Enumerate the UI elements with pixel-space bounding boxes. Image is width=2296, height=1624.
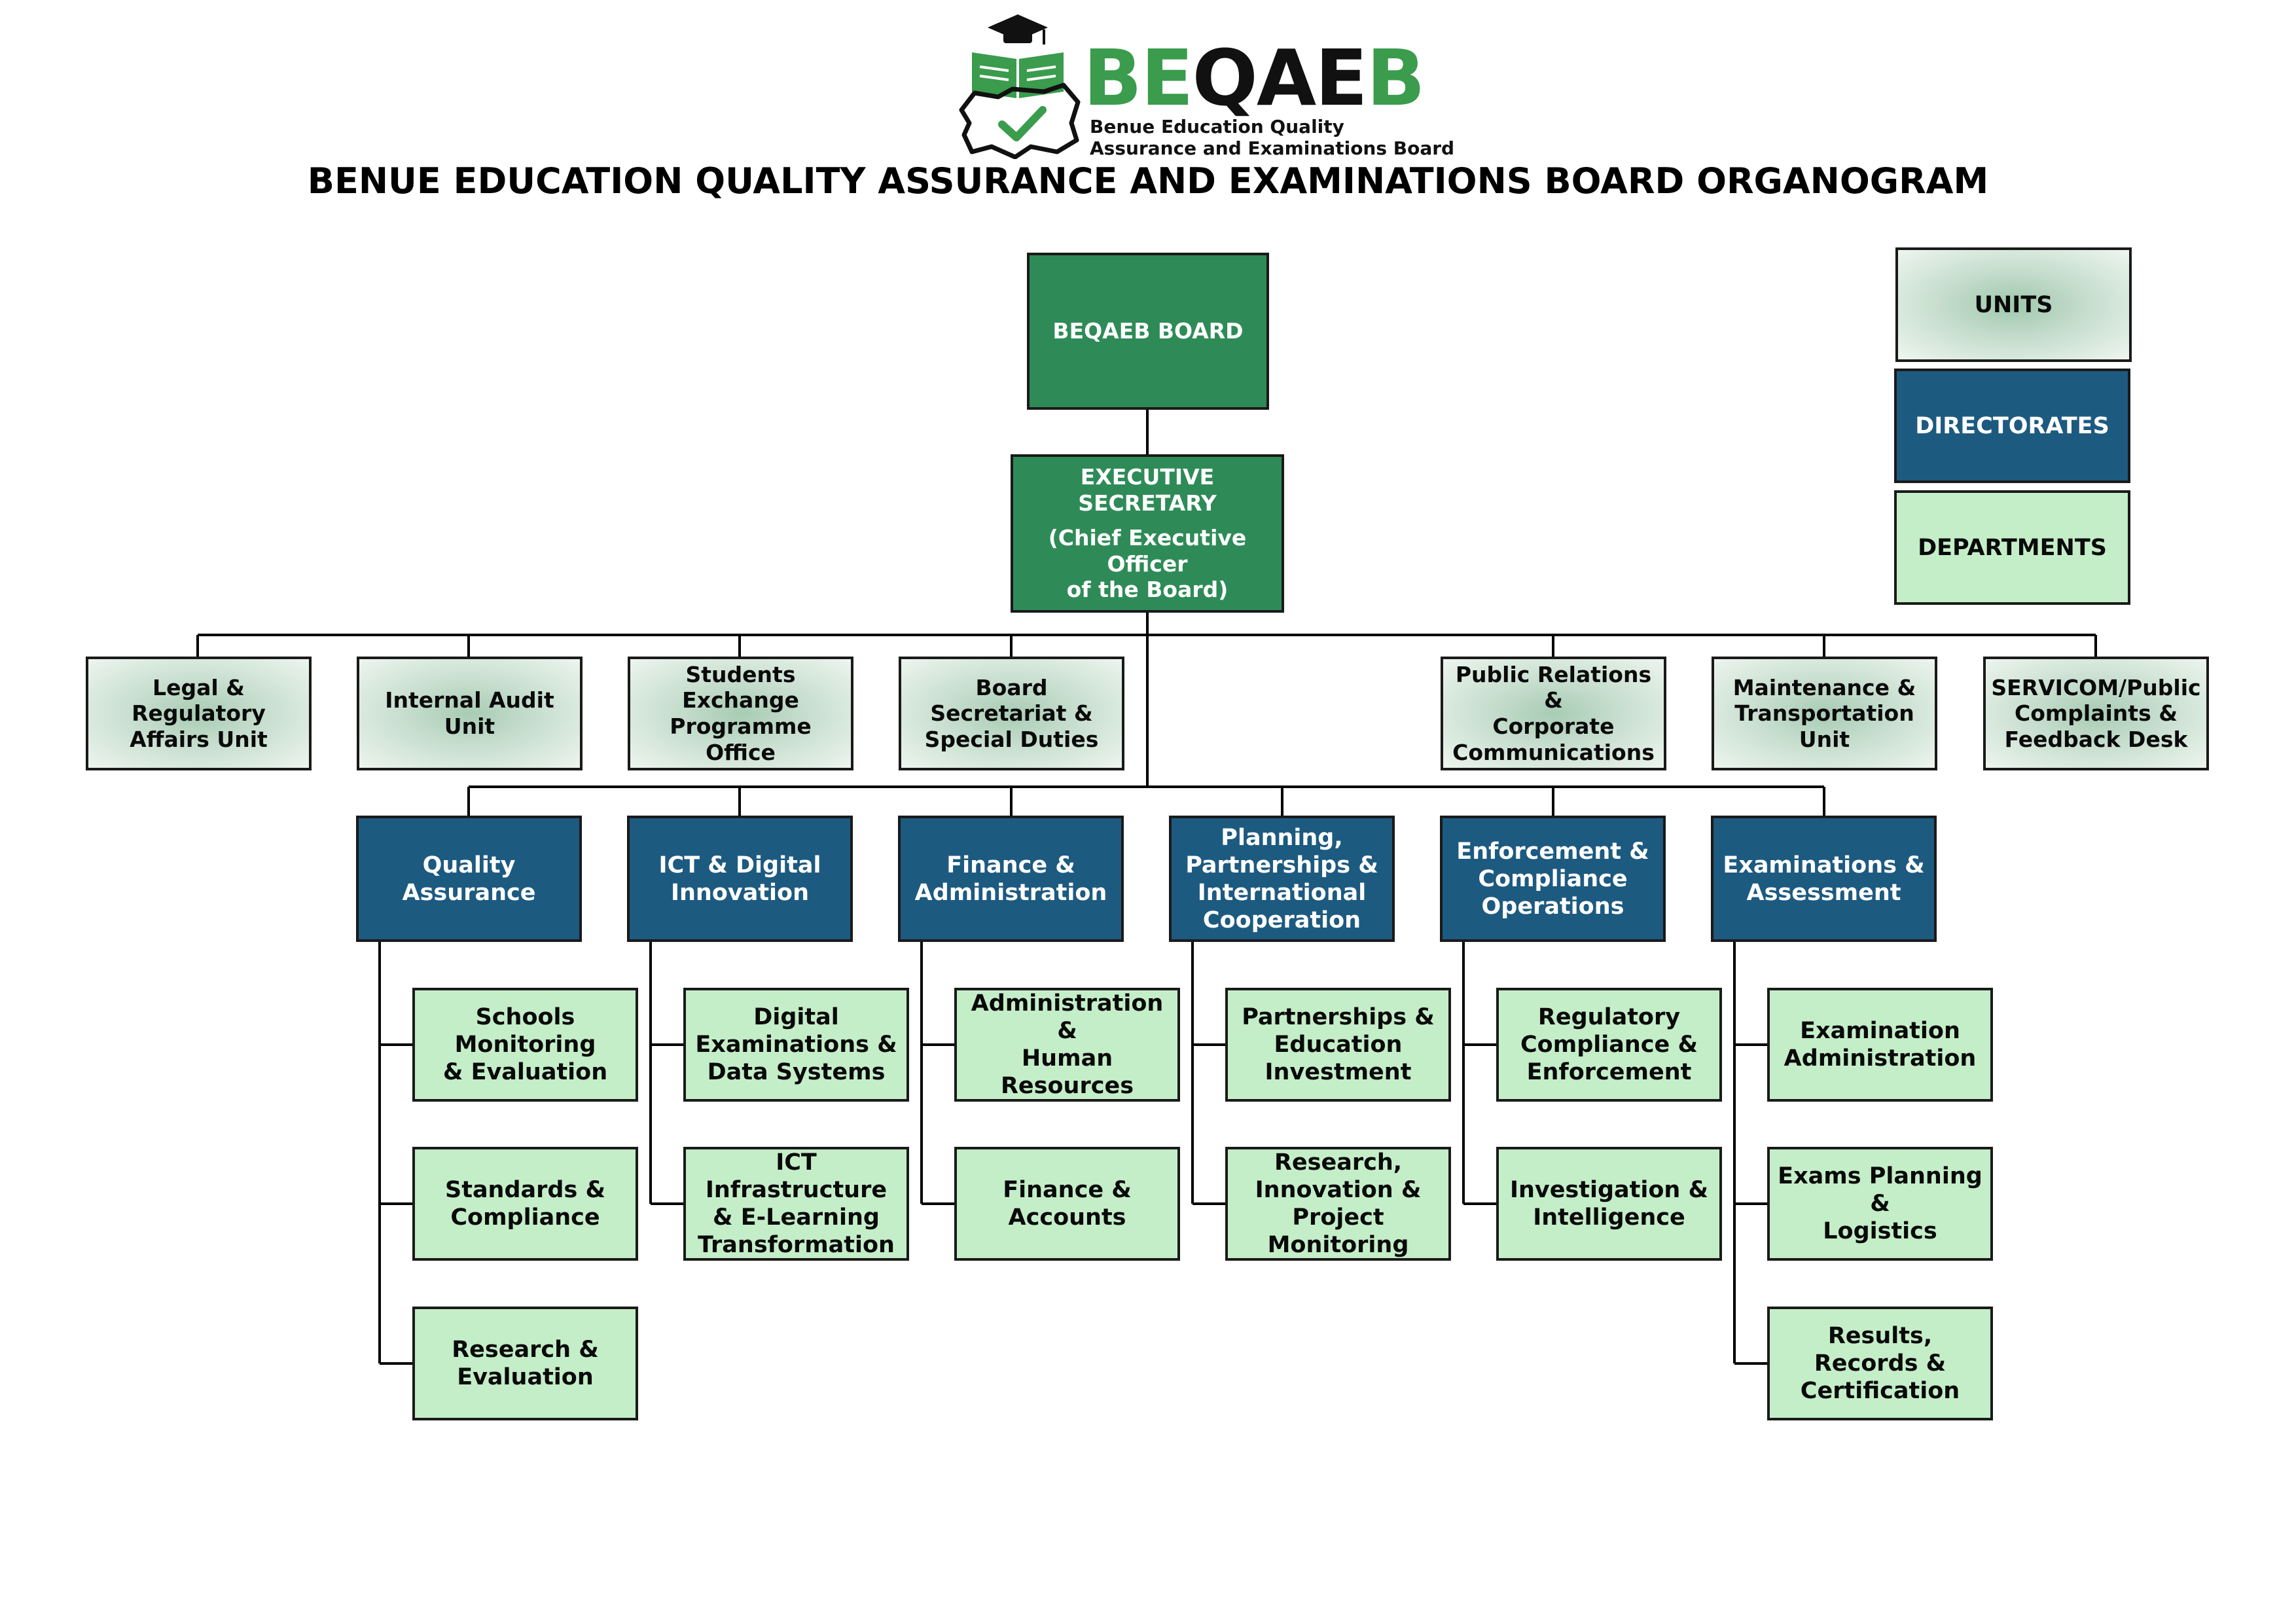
department-box: ICT Infrastructure & E-Learning Transfor… bbox=[683, 1147, 909, 1261]
unit-label: Internal Audit Unit bbox=[385, 687, 554, 739]
brand-part-3: B bbox=[1366, 33, 1426, 123]
board-box: BEQAEB BOARD bbox=[1027, 253, 1269, 410]
board-label: BEQAEB BOARD bbox=[1052, 318, 1244, 344]
directorate-label: Planning, Partnerships & International C… bbox=[1185, 824, 1378, 933]
department-label: ICT Infrastructure & E-Learning Transfor… bbox=[698, 1149, 895, 1258]
department-label: Schools Monitoring & Evaluation bbox=[442, 1004, 608, 1085]
department-label: Research, Innovation & Project Monitorin… bbox=[1255, 1149, 1422, 1258]
department-box: Regulatory Compliance & Enforcement bbox=[1496, 988, 1722, 1102]
unit-label: SERVICOM/Public Complaints & Feedback De… bbox=[1991, 674, 2201, 752]
directorate-label: Finance & Administration bbox=[914, 852, 1107, 906]
department-label: Administration & Human Resources bbox=[971, 990, 1164, 1099]
legend-units: UNITS bbox=[1895, 247, 2132, 362]
executive-subtitle: (Chief Executive Officer of the Board) bbox=[1048, 525, 1247, 603]
unit-box: Internal Audit Unit bbox=[357, 657, 583, 770]
department-label: Regulatory Compliance & Enforcement bbox=[1520, 1004, 1698, 1085]
executive-title: EXECUTIVE SECRETARY bbox=[1078, 464, 1217, 516]
brand-subtitle-line-1: Benue Education Quality bbox=[1090, 116, 1344, 137]
graduation-cap-book-map-check-icon bbox=[959, 14, 1081, 159]
beqaeb-logo: BEQAEB Benue Education Quality Assurance… bbox=[952, 12, 1454, 159]
department-box: Results, Records & Certification bbox=[1767, 1307, 1993, 1420]
legend-directorates-label: DIRECTORATES bbox=[1915, 412, 2109, 439]
brand-wordmark: BEQAEB bbox=[1083, 39, 1426, 117]
department-label: Digital Examinations & Data Systems bbox=[695, 1004, 897, 1085]
unit-label: Legal & Regulatory Affairs Unit bbox=[130, 674, 268, 752]
page-title: BENUE EDUCATION QUALITY ASSURANCE AND EX… bbox=[307, 160, 1989, 202]
unit-box: Legal & Regulatory Affairs Unit bbox=[86, 657, 312, 770]
legend-departments-label: DEPARTMENTS bbox=[1918, 534, 2107, 561]
unit-box: Public Relations & Corporate Communicati… bbox=[1441, 657, 1666, 770]
department-label: Partnerships & Education Investment bbox=[1242, 1004, 1435, 1085]
directorate-box: Enforcement & Compliance Operations bbox=[1440, 816, 1666, 942]
unit-box: Students Exchange Programme Office bbox=[628, 657, 853, 770]
department-box: Digital Examinations & Data Systems bbox=[683, 988, 909, 1102]
unit-box: SERVICOM/Public Complaints & Feedback De… bbox=[1983, 657, 2209, 770]
department-box: Partnerships & Education Investment bbox=[1225, 988, 1451, 1102]
department-box: Examination Administration bbox=[1767, 988, 1993, 1102]
directorate-box: Finance & Administration bbox=[898, 816, 1124, 942]
department-box: Standards & Compliance bbox=[412, 1147, 638, 1261]
directorate-label: Examinations & Assessment bbox=[1723, 852, 1925, 906]
directorate-box: Planning, Partnerships & International C… bbox=[1169, 816, 1395, 942]
department-label: Results, Records & Certification bbox=[1800, 1323, 1960, 1404]
department-box: Investigation & Intelligence bbox=[1496, 1147, 1722, 1261]
legend-directorates: DIRECTORATES bbox=[1894, 369, 2130, 483]
brand-part-2: QAE bbox=[1192, 33, 1368, 123]
directorate-box: Quality Assurance bbox=[356, 816, 582, 942]
department-box: Finance & Accounts bbox=[954, 1147, 1180, 1261]
department-box: Exams Planning & Logistics bbox=[1767, 1147, 1993, 1261]
department-label: Research & Evaluation bbox=[452, 1337, 599, 1390]
department-box: Research, Innovation & Project Monitorin… bbox=[1225, 1147, 1451, 1261]
brand-part-1: BE bbox=[1083, 33, 1194, 123]
brand-subtitle-line-2: Assurance and Examinations Board bbox=[1090, 137, 1455, 159]
directorate-label: ICT & Digital Innovation bbox=[658, 852, 821, 906]
unit-label: Maintenance & Transportation Unit bbox=[1732, 674, 1916, 752]
department-box: Research & Evaluation bbox=[412, 1307, 638, 1420]
department-box: Administration & Human Resources bbox=[954, 988, 1180, 1102]
department-label: Finance & Accounts bbox=[1003, 1177, 1132, 1231]
executive-secretary-box: EXECUTIVE SECRETARY (Chief Executive Off… bbox=[1011, 454, 1284, 613]
directorate-label: Enforcement & Compliance Operations bbox=[1456, 838, 1649, 920]
unit-label: Students Exchange Programme Office bbox=[670, 661, 812, 765]
department-label: Investigation & Intelligence bbox=[1509, 1177, 1709, 1231]
unit-label: Public Relations & Corporate Communicati… bbox=[1452, 661, 1655, 765]
unit-box: Board Secretariat & Special Duties bbox=[899, 657, 1124, 770]
department-label: Standards & Compliance bbox=[445, 1177, 605, 1231]
unit-box: Maintenance & Transportation Unit bbox=[1712, 657, 1937, 770]
department-label: Exams Planning & Logistics bbox=[1778, 1163, 1982, 1244]
department-label: Examination Administration bbox=[1784, 1018, 1977, 1072]
directorate-box: Examinations & Assessment bbox=[1711, 816, 1937, 942]
department-box: Schools Monitoring & Evaluation bbox=[412, 988, 638, 1102]
directorate-label: Quality Assurance bbox=[402, 852, 536, 906]
legend-departments: DEPARTMENTS bbox=[1894, 490, 2130, 605]
directorate-box: ICT & Digital Innovation bbox=[627, 816, 853, 942]
unit-label: Board Secretariat & Special Duties bbox=[924, 674, 1099, 752]
legend-units-label: UNITS bbox=[1974, 291, 2053, 318]
